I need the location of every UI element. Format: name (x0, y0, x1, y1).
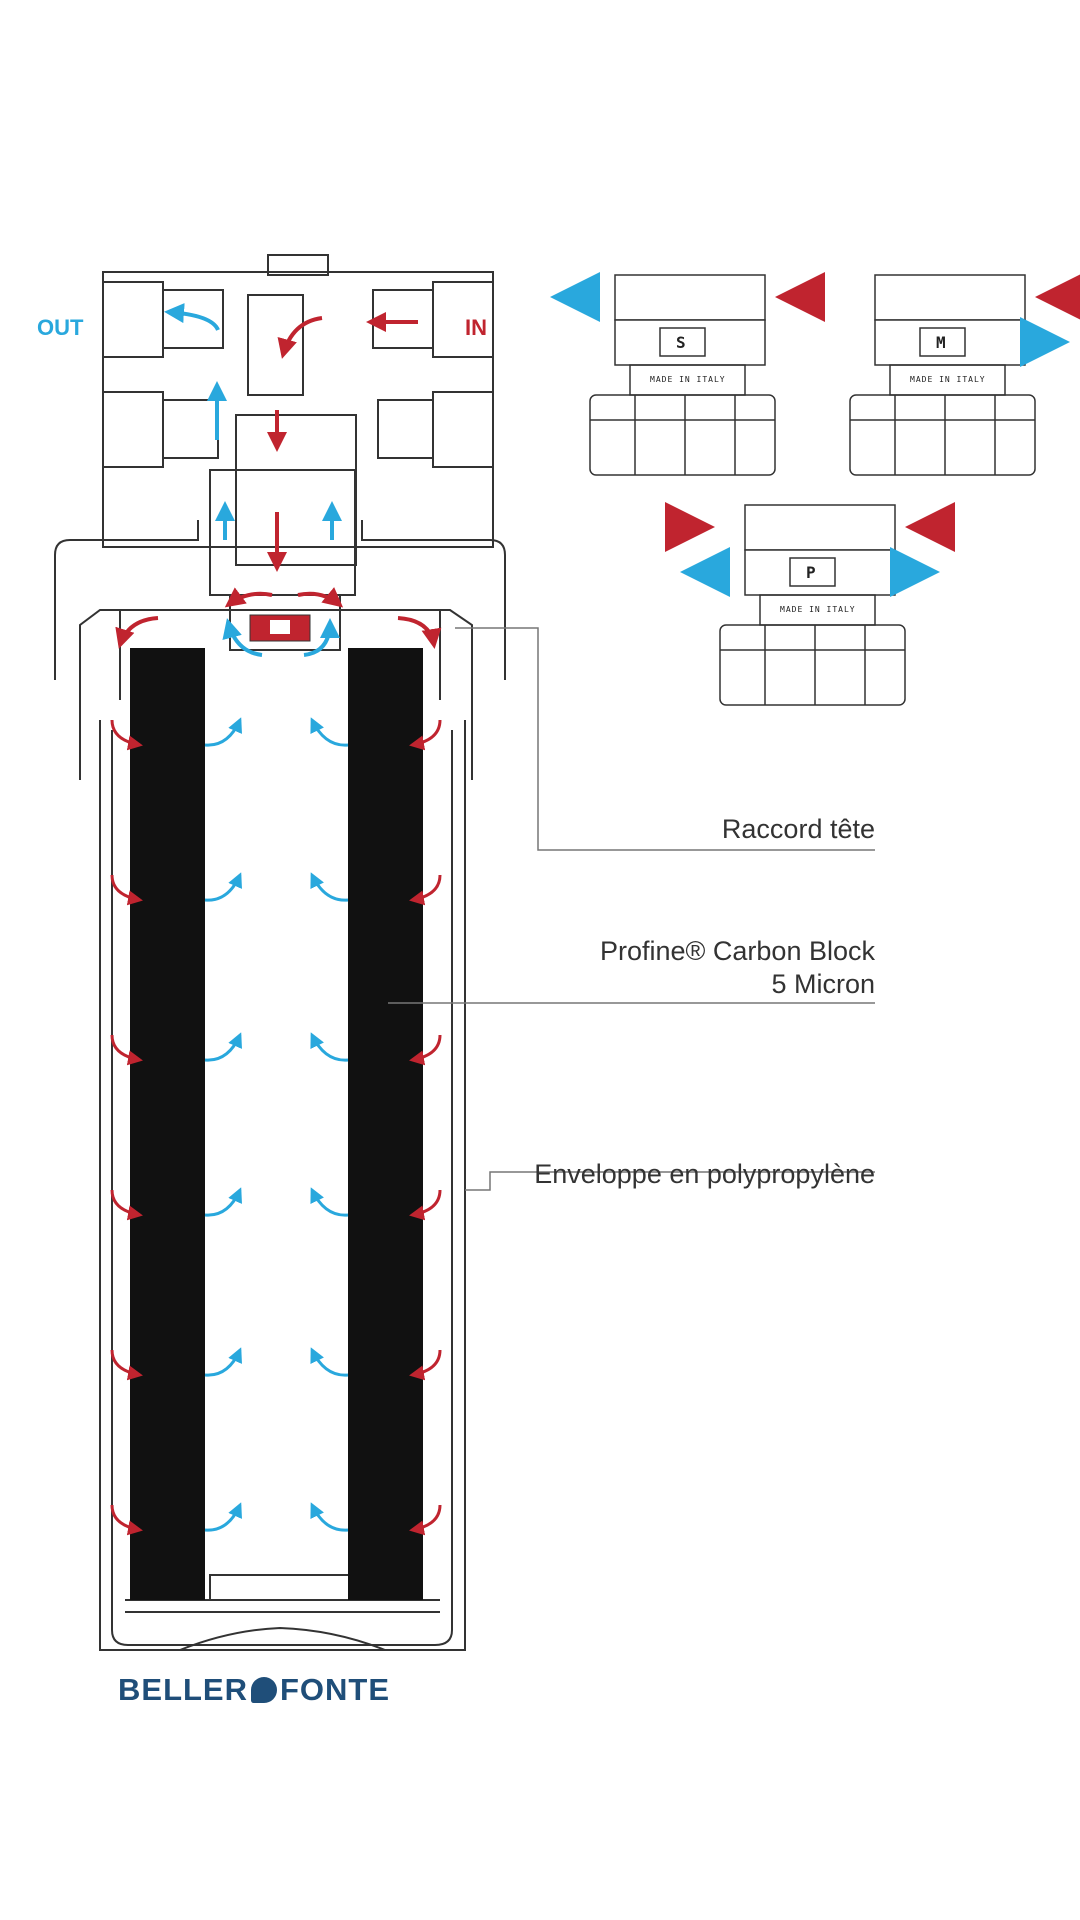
inflow-arrow-right-4 (409, 1349, 442, 1381)
center-arrow-left-4 (204, 1347, 242, 1377)
shell-label: Enveloppe en polypropylène (534, 1159, 875, 1189)
center-up-right (303, 618, 340, 657)
carbon-block-label-line2: 5 Micron (771, 969, 875, 999)
inflow-arrow-left-3 (110, 1189, 143, 1221)
center-arrow-right-4 (310, 1347, 349, 1377)
inlet-turn-arrow (277, 316, 323, 359)
carbon-block (130, 648, 423, 1600)
edge-arrow-right (397, 616, 442, 649)
inflow-arrow-left-1 (110, 874, 143, 906)
head-m-made-in: MADE IN ITALY (910, 375, 986, 384)
inflow-arrow-left-0 (110, 719, 143, 751)
center-arrow-left-3 (204, 1187, 242, 1217)
head-fitting-label: Raccord tête (722, 814, 875, 844)
head-p-letter: P (806, 563, 817, 582)
center-arrow-right-5 (310, 1502, 349, 1532)
brand-left: BELLER (118, 1672, 248, 1707)
callout-lines (388, 627, 875, 1191)
inflow-arrow-right-0 (409, 719, 442, 751)
brand-mark-icon (251, 1677, 277, 1703)
head-variant-s: S MADE IN ITALY (550, 272, 825, 476)
carbon-block-label-line1: Profine® Carbon Block (600, 936, 876, 966)
inflow-arrow-left-4 (110, 1349, 143, 1381)
head-variant-m: M MADE IN ITALY (849, 272, 1080, 476)
center-arrow-right-2 (310, 1032, 349, 1062)
spread-arrow-left (224, 587, 273, 608)
head-p-made-in: MADE IN ITALY (780, 605, 856, 614)
inflow-arrow-left-2 (110, 1034, 143, 1066)
center-arrow-right-0 (310, 717, 349, 747)
center-arrow-right-1 (310, 872, 349, 902)
inflow-arrow-right-2 (409, 1034, 442, 1066)
brand-logo: BELLER FONTE (118, 1672, 390, 1708)
center-arrow-left-0 (204, 717, 242, 747)
inflow-arrow-right-1 (409, 874, 442, 906)
outlet-arrow (164, 303, 220, 331)
head-s-made-in: MADE IN ITALY (650, 375, 726, 384)
center-arrow-left-1 (204, 872, 242, 902)
center-arrow-left-2 (204, 1032, 242, 1062)
head-s-letter: S (676, 333, 687, 352)
center-up-left (222, 618, 263, 657)
bowl-collar (54, 469, 506, 780)
center-valve (249, 614, 311, 642)
head-flow-arrows (115, 303, 442, 657)
in-label: IN (465, 315, 487, 340)
bowl-flow-arrows (110, 717, 442, 1536)
filter-head (102, 254, 494, 566)
edge-arrow-left (115, 616, 159, 649)
carbon-block-left (130, 648, 205, 1600)
center-arrow-left-5 (204, 1502, 242, 1532)
inflow-arrow-right-5 (409, 1504, 442, 1536)
head-m-letter: M (936, 333, 947, 352)
carbon-block-right (348, 648, 423, 1600)
spread-arrow-right (297, 587, 344, 608)
center-arrow-right-3 (310, 1187, 349, 1217)
head-variant-p: P MADE IN ITALY (665, 502, 955, 706)
out-label: OUT (37, 315, 84, 340)
brand-right: FONTE (280, 1672, 391, 1707)
inflow-arrow-right-3 (409, 1189, 442, 1221)
inflow-arrow-left-5 (110, 1504, 143, 1536)
